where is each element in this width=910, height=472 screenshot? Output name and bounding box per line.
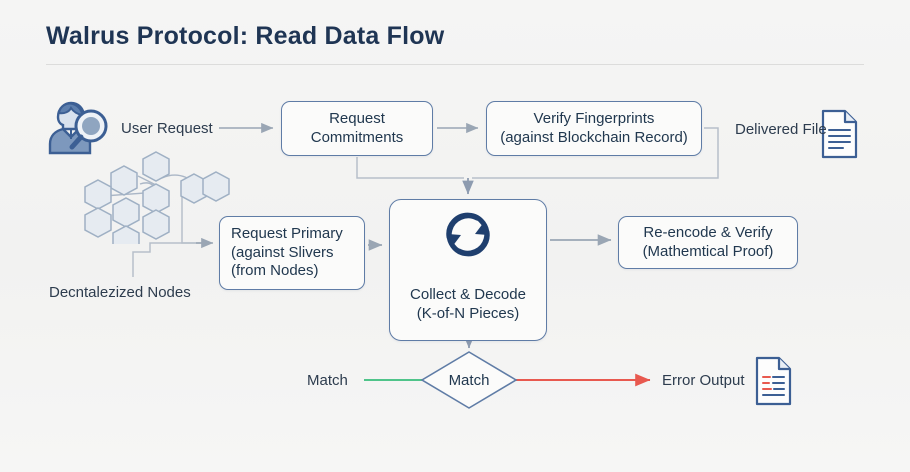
edge-commitments-to-collect bbox=[356, 157, 464, 179]
error-output-label: Error Output bbox=[662, 372, 745, 389]
node-request-commitments[interactable]: Request Commitments bbox=[281, 101, 433, 156]
node-request-primary[interactable]: Request Primary (against Slivers (from N… bbox=[219, 216, 365, 290]
node-line-1: Verify Fingerprints bbox=[533, 109, 655, 127]
node-line-2: Commitments bbox=[310, 128, 404, 146]
node-line-1: Request bbox=[329, 109, 385, 127]
hexagon-network-icon bbox=[84, 148, 234, 256]
page-title: Walrus Protocol: Read Data Flow bbox=[46, 22, 445, 50]
user-request-label: User Request bbox=[121, 120, 213, 137]
user-magnifier-icon bbox=[46, 99, 112, 162]
document-error-icon bbox=[753, 355, 795, 412]
title-divider bbox=[46, 64, 864, 65]
node-line-2: (against Slivers bbox=[231, 243, 334, 261]
node-line-1: Collect & Decode bbox=[410, 286, 526, 304]
node-reencode-verify[interactable]: Re-encode & Verify (Mathemtical Proof) bbox=[618, 216, 798, 269]
document-icon bbox=[819, 108, 861, 165]
node-line-1: Re-encode & Verify bbox=[643, 223, 773, 241]
decentralized-nodes-label: Decntalezized Nodes bbox=[49, 284, 191, 301]
sync-circular-arrows-icon bbox=[437, 204, 499, 268]
node-line-2: (against Blockchain Record) bbox=[500, 128, 688, 146]
node-line-3: (from Nodes) bbox=[231, 262, 319, 280]
node-line-2: (Mathemtical Proof) bbox=[642, 242, 774, 260]
node-match-decision[interactable]: Match bbox=[422, 352, 516, 408]
node-collect-decode[interactable]: Collect & Decode (K-of-N Pieces) bbox=[389, 199, 547, 341]
match-decision-label: Match bbox=[448, 371, 490, 389]
node-line-2: (K-of-N Pieces) bbox=[416, 305, 520, 323]
delivered-file-label: Delivered File bbox=[735, 121, 827, 138]
node-line-1: Request Primary bbox=[231, 224, 343, 242]
match-source-label: Match bbox=[307, 372, 348, 389]
node-verify-fingerprints[interactable]: Verify Fingerprints (against Blockchain … bbox=[486, 101, 702, 156]
